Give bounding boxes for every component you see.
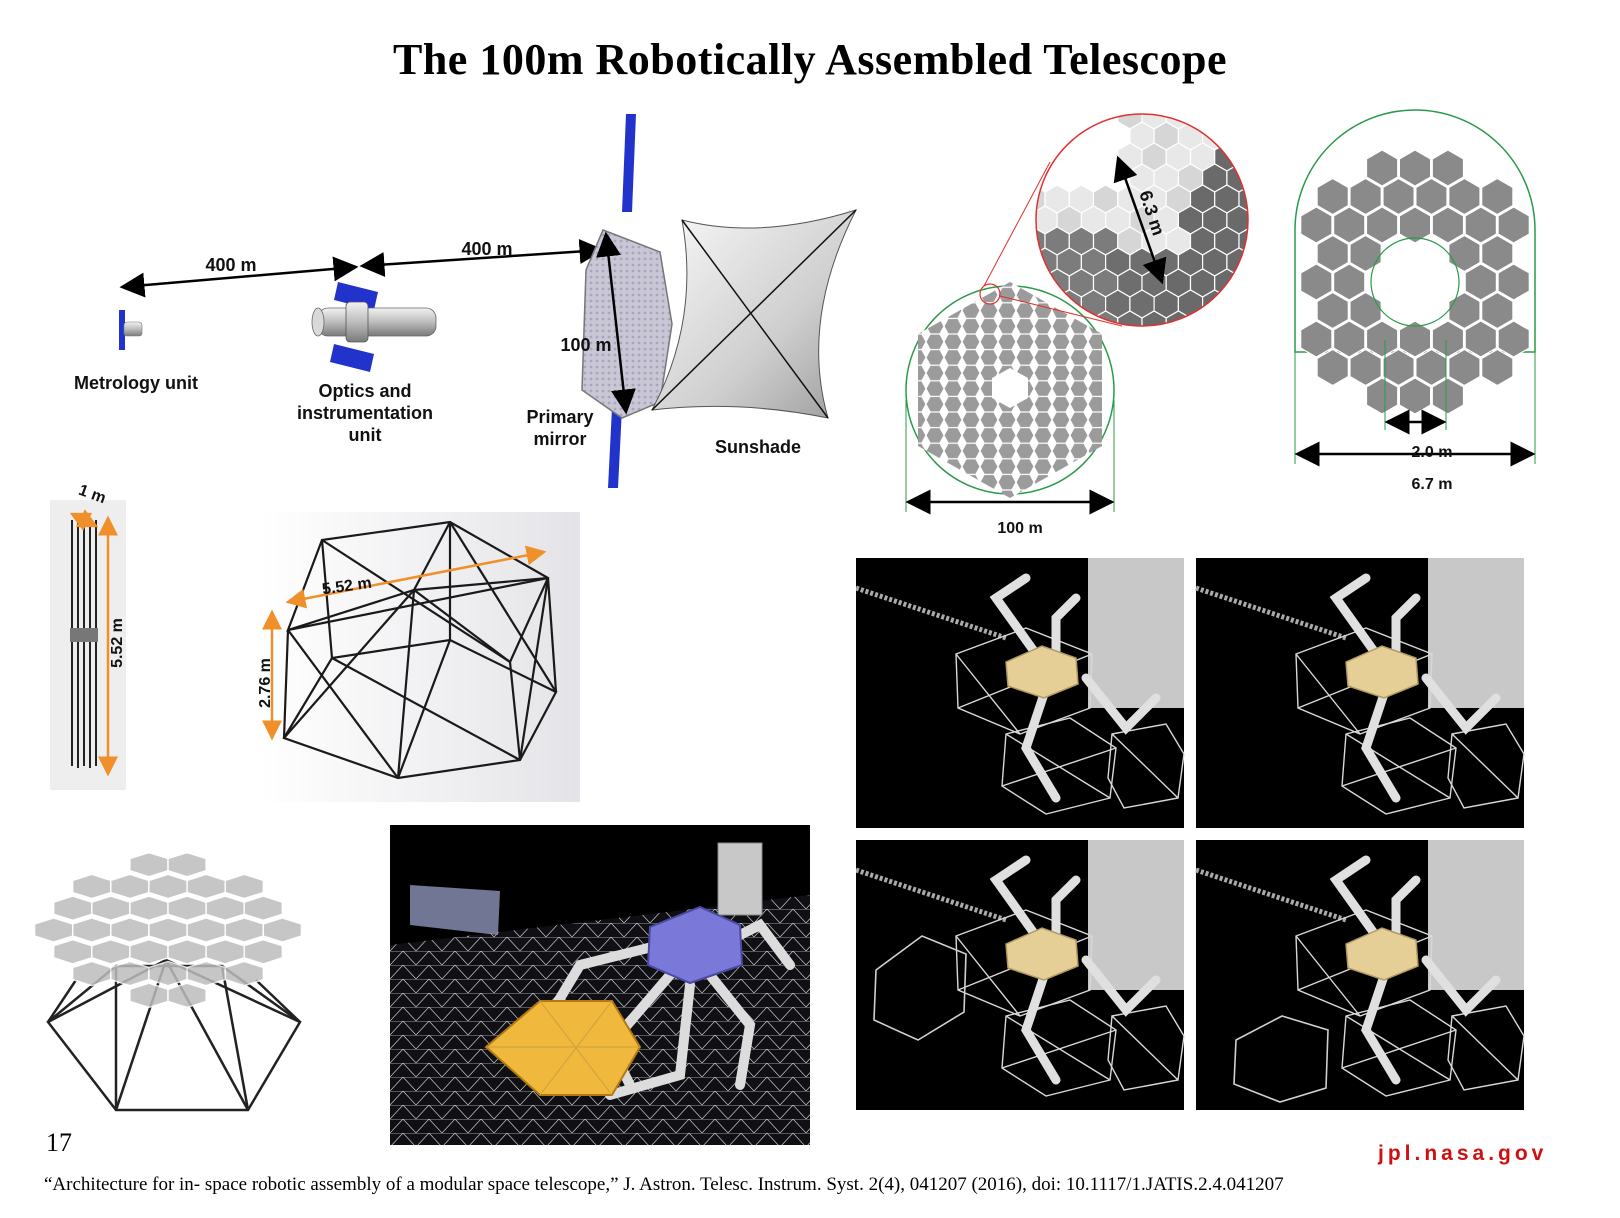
metrology-unit-label: Metrology unit [74,373,198,393]
stowed-length-label: 5.52 m [109,618,126,668]
full-mirror-size-label: 100 m [997,520,1043,537]
mirror-size-arrow [596,231,636,415]
optics-unit-icon [311,282,437,372]
distance-right-label: 400 m [461,239,513,259]
deployed-truss-image [258,512,580,802]
zoom-dimension-arrow [1113,155,1167,285]
distance-arrow-right [359,239,605,277]
sequence-frame-1 [855,558,1185,828]
citation: “Architecture for in- space robotic asse… [44,1174,1284,1195]
distance-arrow-left [119,256,359,298]
inner-diameter-label: 2.0 m [1411,444,1453,461]
deployed-height-label: 2.76 m [257,658,274,708]
hex-module-image [33,851,303,1112]
segment-ring [1294,109,1536,415]
sunshade-label: Sunshade [714,437,802,457]
sunshade-icon [651,209,857,419]
distance-left-label: 400 m [205,255,257,275]
mirror-size-label: 100 m [560,335,612,355]
slide-number: 17 [46,1128,72,1157]
architecture-diagram [119,114,857,488]
outer-diameter-label: 6.7 m [1411,476,1453,493]
page-title: The 100m Robotically Assembled Telescope [392,35,1228,84]
mirror-layout-diagram [905,109,1536,515]
assembly-sequence-grid [855,558,1526,1118]
stowed-truss-image [50,500,126,790]
zoom-source-circle [979,283,1001,305]
primary-mirror-label: Primary mirror [526,407,594,449]
full-mirror-segments [905,282,1115,498]
metrology-unit-icon [119,310,143,350]
sequence-frame-2 [1195,558,1525,828]
robot-assembly-scene [390,825,810,1145]
jpl-brand: jpl.nasa.gov [1378,1142,1548,1165]
sequence-frame-4 [1195,840,1525,1110]
optics-unit-label: Optics and instrumentation unit [296,381,433,445]
sequence-frame-3 [855,840,1185,1110]
